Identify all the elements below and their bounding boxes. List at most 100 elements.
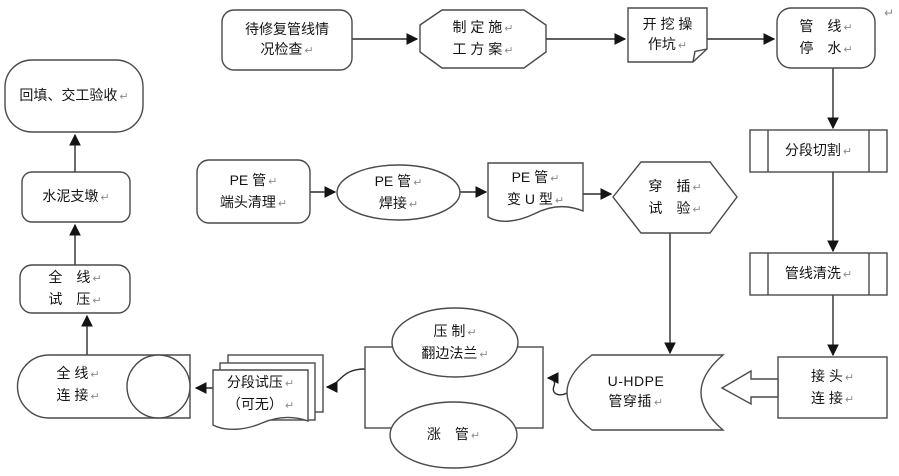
node-fulltest-shape [19, 264, 131, 314]
node-label-line: 管 线↵ [799, 16, 852, 38]
paragraph-mark: ↵ [844, 371, 855, 384]
node-peclean-shape [196, 159, 311, 224]
label-text: 况检查 [260, 41, 303, 57]
paragraph-mark: ↵ [284, 400, 295, 412]
node-label-line: 接 头↵ [811, 366, 854, 388]
node-cement-label: 水泥支墩↵ [22, 172, 130, 222]
node-plan-label: 制 定 施↵ 工 方 案↵ [420, 10, 546, 68]
node-label-line: 端头清理↵ [220, 192, 287, 214]
node-label-line: 工 方 案↵ [453, 39, 514, 61]
node-label-line: 制 定 施↵ [453, 17, 514, 39]
node-cut-shape [749, 129, 888, 173]
paragraph-mark: ↵ [119, 91, 129, 103]
label-text: 压 制 [433, 322, 466, 339]
node-label-line: 焊接↵ [379, 193, 418, 215]
paragraph-mark: ↵ [470, 430, 481, 442]
label-text: 接 头 [810, 367, 843, 384]
node-stopwater-shape [776, 7, 876, 69]
node-label-line: 分段试压↵ [227, 372, 294, 394]
paragraph-mark: ↵ [92, 273, 102, 285]
label-text: 穿 插 [648, 177, 691, 194]
node-inspect-label: 待修复管线情 况检查↵ [222, 10, 352, 70]
node-label-line: 连 接↵ [811, 388, 854, 410]
paragraph-mark: ↵ [479, 348, 489, 361]
paragraph-mark: ↵ [100, 192, 110, 204]
label-text: 停 水 [799, 40, 842, 56]
node-label-line: 停 水↵ [799, 38, 852, 60]
node-label-line: 水泥支墩↵ [42, 186, 109, 208]
node-label-line: 况检查↵ [260, 39, 313, 61]
node-peweld-shape [336, 164, 461, 221]
label-text: 试 验 [648, 199, 691, 216]
node-backfill-label: 回填、交工验收↵ [5, 60, 143, 132]
node-flange-label: 压 制↵ 翻边法兰↵ [392, 308, 518, 377]
edge-uhdpe-flangebox [546, 372, 568, 396]
node-segtest-label: 分段试压↵ （可无）↵ [213, 368, 308, 420]
node-label-line: 全 线↵ [48, 267, 101, 289]
node-inspect-shape [221, 9, 353, 71]
stray-paragraph-mark: ↵ [884, 6, 895, 20]
label-text: 开 挖 操 [642, 16, 693, 32]
paragraph-mark: ↵ [504, 23, 514, 35]
paragraph-mark: ↵ [550, 173, 560, 185]
label-text: 工 方 案 [452, 41, 503, 57]
paragraph-mark: ↵ [413, 176, 423, 189]
node-uhdpe-label: U-HDPE 管穿插↵ [577, 358, 695, 426]
node-label-line: PE 管↵ [230, 170, 278, 192]
label-text: 回填、交工验收 [19, 87, 118, 103]
label-text: 焊接 [378, 194, 407, 211]
node-joint-label: 接 头↵ 连 接↵ [778, 357, 887, 418]
node-inserttest-label: 穿 插↵ 试 验↵ [613, 162, 737, 233]
paragraph-mark: ↵ [843, 22, 853, 34]
label-text: 端头清理 [219, 193, 276, 210]
paragraph-mark: ↵ [304, 45, 314, 57]
node-joint-shape [777, 356, 888, 419]
node-fullconnect-end [126, 354, 191, 419]
shapes [4, 7, 888, 469]
node-label-line: 变 U 型↵ [507, 189, 564, 211]
node-dig-shape [627, 7, 708, 63]
label-text: 连 接 [810, 389, 843, 406]
node-dig-label: 开 挖 操 作坑↵ [628, 8, 707, 62]
label-text: （可无） [226, 396, 283, 412]
node-label-line: 管线清洗↵ [785, 263, 852, 285]
paragraph-mark: ↵ [842, 146, 853, 158]
paragraph-mark: ↵ [844, 393, 855, 406]
node-inserttest-shape [612, 161, 738, 234]
label-text: 管线清洗 [784, 265, 841, 281]
paragraph-mark: ↵ [504, 45, 514, 57]
node-label-line: （可无）↵ [227, 394, 294, 416]
node-clean-label: 管线清洗↵ [750, 253, 887, 295]
label-text: 管穿插 [608, 393, 652, 409]
label-text: PE 管 [374, 172, 412, 189]
node-clean-shape [749, 252, 888, 296]
node-plan-shape [419, 9, 547, 69]
paragraph-mark: ↵ [268, 175, 278, 188]
paragraph-mark: ↵ [92, 295, 102, 307]
node-backfill-shape [4, 59, 144, 133]
label-text: U-HDPE [607, 373, 665, 389]
node-cement-shape [21, 171, 131, 223]
node-peu-label: PE 管↵ 变 U 型↵ [488, 161, 583, 217]
node-label-line: 穿 插↵ [648, 176, 701, 198]
label-text: 试 压 [48, 291, 91, 307]
label-text: 变 U 型 [506, 191, 553, 207]
paragraph-mark: ↵ [692, 203, 702, 216]
paragraph-mark: ↵ [677, 40, 688, 52]
node-label-line: 管穿插↵ [608, 391, 663, 413]
node-expand-label: 涨 管↵ [390, 402, 517, 468]
node-label-line: PE 管↵ [375, 171, 423, 193]
paragraph-mark: ↵ [90, 369, 100, 381]
paragraph-mark: ↵ [843, 44, 853, 56]
node-fulltest-label: 全 线↵ 试 压↵ [20, 265, 130, 313]
edge-flangebox-segtest [325, 368, 366, 393]
node-label-line: 分段切割↵ [785, 140, 852, 162]
paragraph-mark: ↵ [90, 391, 100, 403]
node-segtest-shape [212, 369, 309, 430]
label-text: 作坑 [647, 36, 676, 52]
node-peweld-label: PE 管↵ 焊接↵ [337, 165, 460, 220]
node-fullconnect-label: 全 线↵ 连 接↵ [18, 352, 138, 418]
node-label-line: 待修复管线情 [245, 19, 329, 39]
